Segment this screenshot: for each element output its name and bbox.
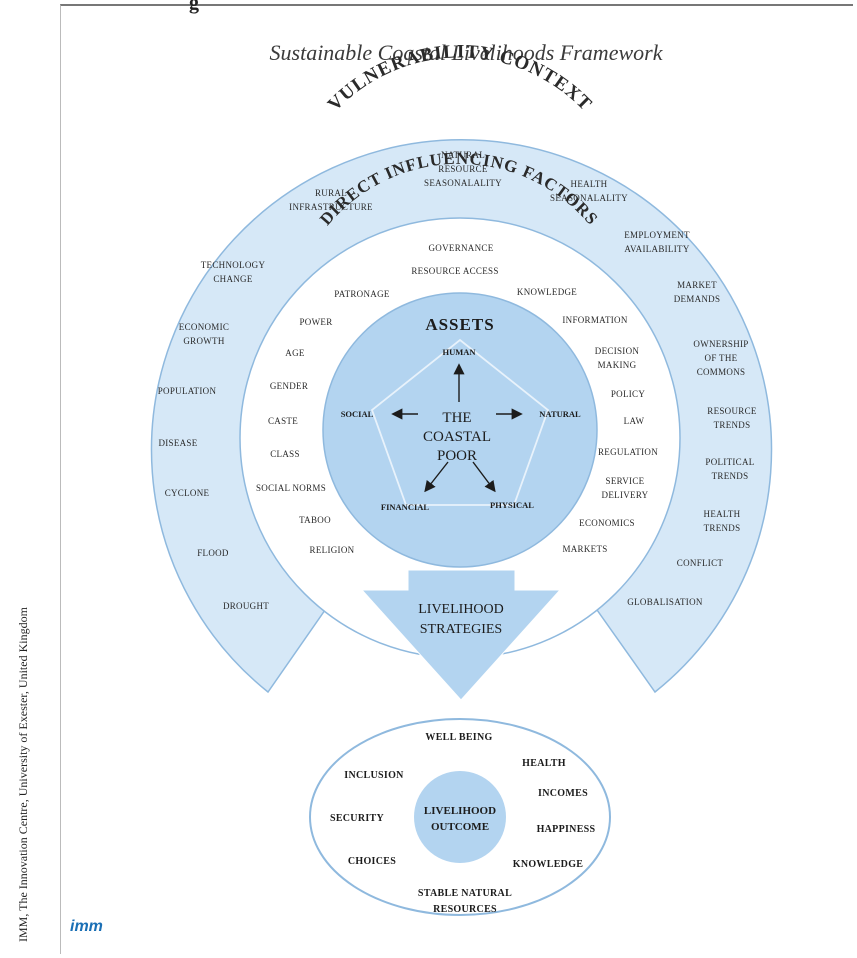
vuln-factor: POLITICAL (705, 457, 754, 467)
strategies-label: LIVELIHOOD STRATEGIES (418, 602, 504, 637)
direct-factors: GOVERNANCE RESOURCE ACCESS PATRONAGE KNO… (256, 243, 658, 555)
outcome-center-circle (414, 771, 506, 863)
asset-natural: NATURAL (539, 409, 581, 419)
asset-arrows (391, 363, 523, 493)
vuln-factor: ECONOMIC (179, 322, 229, 332)
direct-factor: DELIVERY (602, 490, 649, 500)
figure-frame: g (60, 0, 853, 954)
outcome-item: HAPPINESS (537, 824, 596, 835)
direct-factor: RELIGION (310, 545, 355, 555)
asset-social: SOCIAL (341, 409, 374, 419)
outcome-item: INCOMES (538, 788, 588, 799)
outcome-item: RESOURCES (433, 904, 497, 915)
direct-factor: KNOWLEDGE (517, 287, 577, 297)
strategies-line: LIVELIHOOD (418, 602, 504, 617)
outcome-items: WELL BEING INCLUSION HEALTH INCOMES SECU… (330, 732, 596, 915)
vuln-factor: RESOURCE (438, 164, 488, 174)
vuln-factor: OF THE (705, 353, 738, 363)
strategies-arrow (360, 569, 562, 701)
asset-human: HUMAN (442, 347, 476, 357)
direct-factor: REGULATION (598, 447, 658, 457)
direct-factor: CLASS (270, 449, 300, 459)
arrow-financial (424, 461, 449, 493)
asset-financial: FINANCIAL (381, 502, 430, 512)
direct-factor: GENDER (270, 381, 308, 391)
top-text-fragment: g (189, 0, 199, 14)
vuln-factor: SEASONALALITY (424, 178, 502, 188)
vuln-factor: MARKET (677, 280, 717, 290)
vuln-factor: NATURAL (441, 150, 485, 160)
vuln-factor: HEALTH (704, 509, 741, 519)
outcome-center-line: OUTCOME (431, 821, 489, 833)
center-line: COASTAL (423, 429, 491, 445)
vuln-factor: CONFLICT (677, 558, 724, 568)
strategies-line: STRATEGIES (420, 622, 502, 637)
assets-circle (322, 292, 598, 568)
direct-factor: SOCIAL NORMS (256, 483, 326, 493)
coastal-poor-label: THE COASTAL POOR (423, 410, 491, 464)
outcome-center-label: LIVELIHOOD OUTCOME (424, 805, 496, 833)
outcome-item: CHOICES (348, 856, 396, 867)
direct-factor: TABOO (299, 515, 331, 525)
vuln-factor: HEALTH (571, 179, 608, 189)
direct-factor: ECONOMICS (579, 518, 635, 528)
direct-factor: SERVICE (606, 476, 645, 486)
outcome-item: KNOWLEDGE (513, 859, 584, 870)
center-line: THE (442, 410, 471, 426)
vuln-factor: TRENDS (704, 523, 741, 533)
vuln-factor: DEMANDS (674, 294, 721, 304)
center-line: POOR (437, 448, 477, 464)
assets-title: ASSETS (425, 315, 494, 334)
vuln-factor: OWNERSHIP (693, 339, 748, 349)
vuln-factor: DROUGHT (223, 601, 269, 611)
vuln-factor: RESOURCE (707, 406, 757, 416)
arrow-physical (472, 461, 496, 493)
outcome-item: WELL BEING (425, 732, 492, 743)
vuln-factor: RURAL (315, 188, 347, 198)
vuln-factor: AVAILABILITY (624, 244, 689, 254)
vuln-factor: EMPLOYMENT (624, 230, 690, 240)
outcome-center-line: LIVELIHOOD (424, 805, 496, 817)
vuln-factor: POPULATION (158, 386, 217, 396)
direct-factor: LAW (624, 416, 645, 426)
vuln-factor: INFRASTRUCTURE (289, 202, 373, 212)
vuln-factor: DISEASE (158, 438, 197, 448)
direct-factor: POLICY (611, 389, 646, 399)
direct-factor: GOVERNANCE (429, 243, 494, 253)
direct-factor: PATRONAGE (334, 289, 390, 299)
direct-factor: CASTE (268, 416, 298, 426)
vuln-factor: TRENDS (714, 420, 751, 430)
direct-factor: MARKETS (562, 544, 607, 554)
vuln-factor: TRENDS (712, 471, 749, 481)
direct-factor: DECISION (595, 346, 640, 356)
outcome-item: SECURITY (330, 813, 385, 824)
diagram-title: Sustainable Coastal Livelihoods Framewor… (270, 40, 664, 65)
outcome-item: HEALTH (522, 758, 566, 769)
direct-factor: RESOURCE ACCESS (411, 266, 498, 276)
vuln-factor: COMMONS (697, 367, 746, 377)
vuln-factor: CYCLONE (165, 488, 210, 498)
vuln-factor: SEASONALALITY (550, 193, 628, 203)
outcome-item: STABLE NATURAL (418, 888, 512, 899)
vuln-factor: GLOBALISATION (627, 597, 703, 607)
vulnerability-factors: NATURAL RESOURCE SEASONALALITY RURAL INF… (158, 150, 757, 611)
outcome-item: INCLUSION (344, 770, 404, 781)
direct-factor: INFORMATION (562, 315, 628, 325)
vuln-factor: GROWTH (183, 336, 224, 346)
vuln-factor: TECHNOLOGY (201, 260, 266, 270)
direct-factor: MAKING (598, 360, 637, 370)
assets-pentagon (370, 338, 550, 506)
imm-logo: imm (70, 918, 103, 935)
direct-factor: POWER (300, 317, 333, 327)
asset-physical: PHYSICAL (490, 500, 534, 510)
direct-factor: AGE (285, 348, 305, 358)
vuln-factor: CHANGE (213, 274, 253, 284)
vuln-factor: FLOOD (197, 548, 229, 558)
